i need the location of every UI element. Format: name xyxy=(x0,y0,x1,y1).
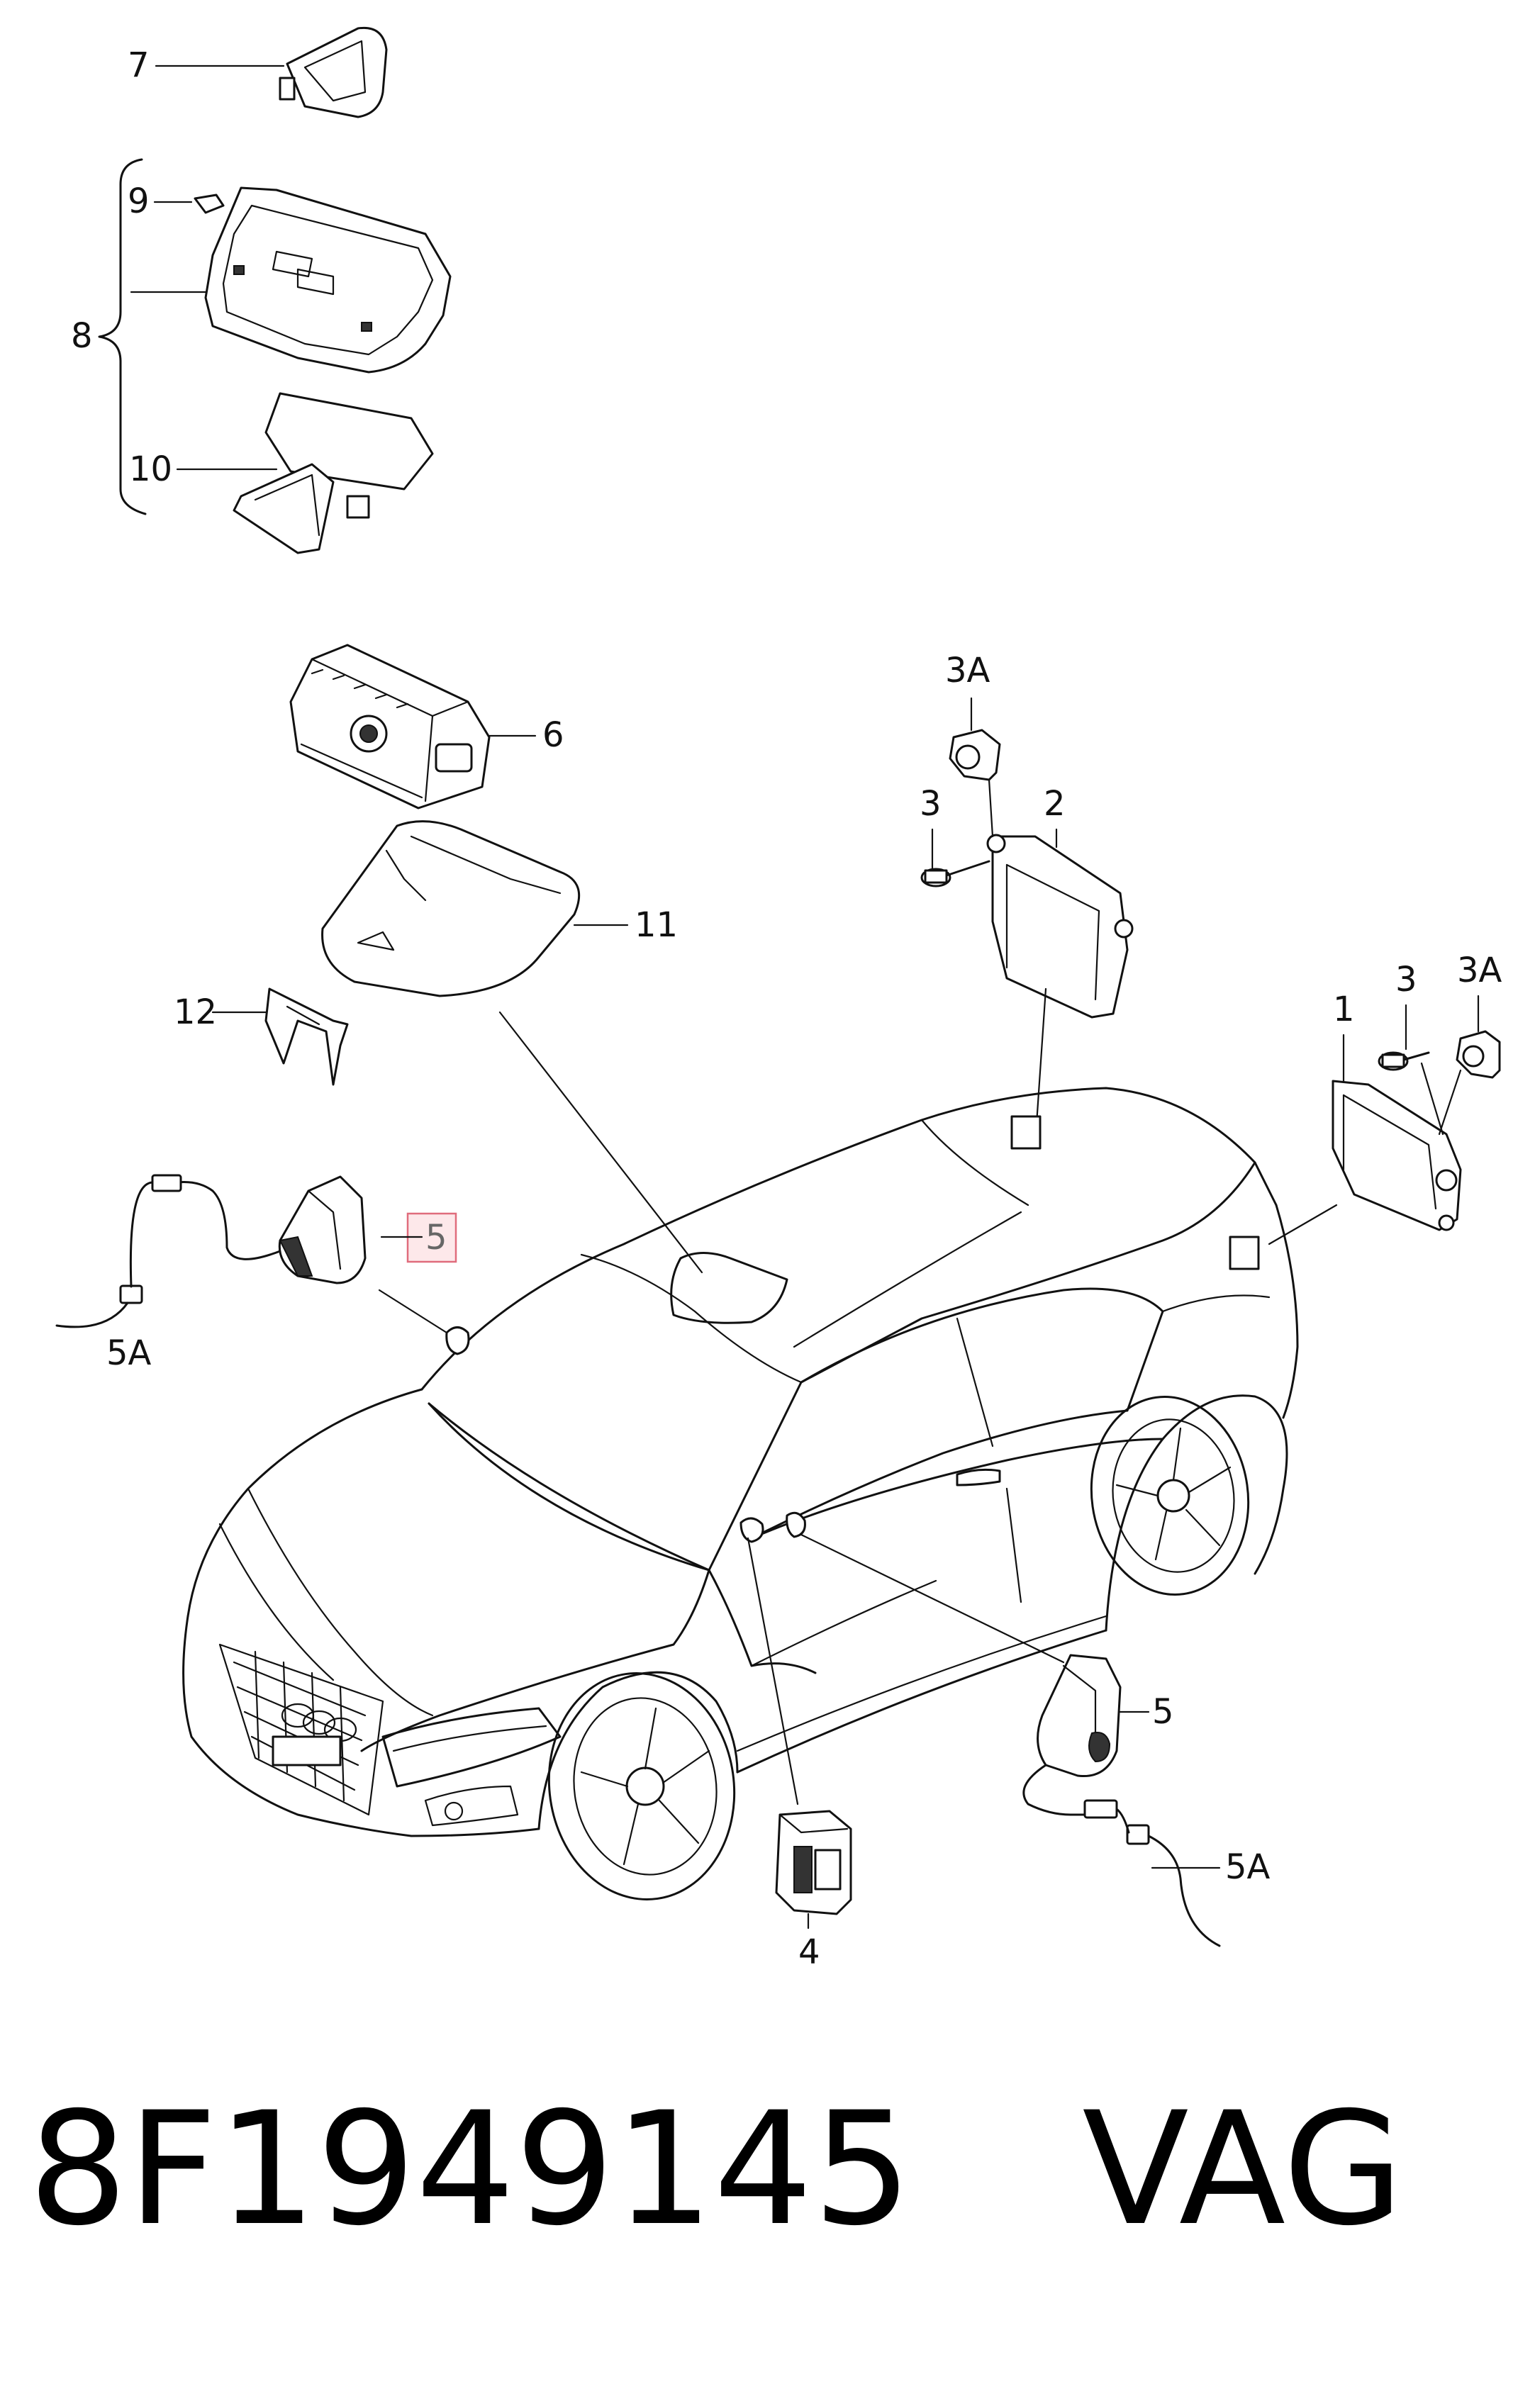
callout-9: 9 xyxy=(128,181,150,221)
leader-5-left-to-car xyxy=(378,1289,448,1334)
part-10-glass-mount xyxy=(233,392,434,554)
part-7-trim-cap xyxy=(279,26,388,118)
callout-8: 8 xyxy=(71,316,93,356)
callout-3-top: 3 xyxy=(920,784,942,824)
part-3-top-bolt xyxy=(920,860,990,887)
callout-5a-left: 5A xyxy=(106,1333,152,1373)
callout-5a-right: 5A xyxy=(1225,1847,1271,1887)
bracket-8 xyxy=(98,158,147,515)
part-5-left-sensor xyxy=(278,1175,367,1284)
cable-5-left xyxy=(176,1181,281,1260)
cable-5a-left xyxy=(55,1181,154,1328)
part-9-clip xyxy=(194,194,225,214)
callout-10: 10 xyxy=(129,449,172,489)
connector-5-right-a xyxy=(1083,1799,1118,1819)
part-6-sensor-module xyxy=(289,644,491,810)
mount-1-on-car xyxy=(1229,1236,1260,1270)
rear-wheel xyxy=(1090,1396,1250,1596)
callout-5-right: 5 xyxy=(1152,1692,1174,1732)
callout-2: 2 xyxy=(1044,784,1066,824)
brand-name: VAG xyxy=(1082,2078,1404,2260)
part-5-right-sensor xyxy=(1037,1654,1122,1778)
callout-1: 1 xyxy=(1333,990,1355,1029)
part-3-right-bolt xyxy=(1378,1051,1430,1071)
callout-4: 4 xyxy=(798,1932,820,1972)
callout-3-right: 3 xyxy=(1395,960,1417,999)
callout-6: 6 xyxy=(542,715,564,755)
left-mirror-sensor-on-car xyxy=(445,1326,470,1355)
part-4-switch xyxy=(775,1810,852,1915)
mount-2-on-car xyxy=(1010,1115,1042,1150)
callout-7: 7 xyxy=(128,45,150,85)
leader-3a-to-2 xyxy=(988,778,994,838)
callout-12: 12 xyxy=(174,992,217,1032)
part-number: 8F1949145 xyxy=(28,2078,912,2260)
leader-11-to-car xyxy=(498,1011,703,1274)
part-12-bracket xyxy=(264,987,349,1086)
part-3a-top-connector xyxy=(949,729,1001,781)
car-body-outline xyxy=(182,1087,1299,1837)
door-sensor-b xyxy=(786,1511,806,1538)
part-1-control-unit xyxy=(1332,1080,1462,1231)
callout-3a-right: 3A xyxy=(1457,951,1502,990)
mirror-on-windshield xyxy=(670,1252,788,1324)
leader-5-right-to-car xyxy=(800,1533,1065,1664)
callout-3a-top: 3A xyxy=(945,651,990,690)
leader-3-right-to-1 xyxy=(1420,1062,1444,1136)
part-8-base-plate xyxy=(204,186,452,374)
leader-4-to-car xyxy=(747,1537,799,1805)
cable-5-right xyxy=(1022,1764,1093,1816)
connector-5a-right xyxy=(1126,1824,1150,1845)
leader-2-to-car xyxy=(1035,987,1047,1125)
connector-5a-left xyxy=(119,1284,143,1304)
license-plate xyxy=(272,1735,342,1766)
callout-5-left: 5 xyxy=(425,1218,447,1258)
cable-5a-right xyxy=(1115,1808,1221,1947)
connector-5-left-a xyxy=(151,1174,182,1192)
front-wheel xyxy=(547,1672,736,1900)
leader-1-to-car xyxy=(1268,1204,1338,1245)
part-11-mirror-cover xyxy=(321,820,581,997)
leader-3a-right-to-1 xyxy=(1438,1069,1462,1136)
callout-11: 11 xyxy=(635,905,678,945)
part-2-control-unit xyxy=(986,834,1134,1019)
part-3a-right-connector xyxy=(1456,1030,1501,1079)
door-sensor-a xyxy=(739,1517,764,1543)
